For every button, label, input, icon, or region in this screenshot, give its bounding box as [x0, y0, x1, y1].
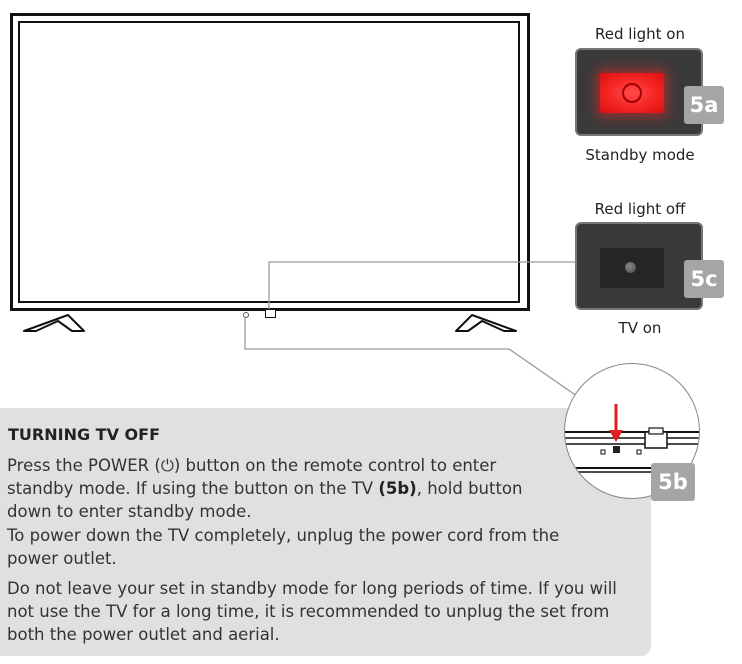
leader-line-5c	[268, 261, 577, 310]
paragraph-standby: Press the POWER (⏻) button on the remote…	[7, 454, 562, 523]
tv-screen	[18, 21, 520, 303]
tv-stand-right	[455, 314, 517, 332]
info-panel	[0, 408, 651, 656]
caption-standby-mode: Standby mode	[585, 146, 695, 164]
paragraph-warning: Do not leave your set in standby mode fo…	[7, 579, 617, 644]
label-5a: 5a	[684, 86, 724, 124]
section-title: TURNING TV OFF	[8, 425, 160, 444]
label-5c: 5c	[684, 260, 724, 298]
led-ring-icon	[622, 83, 642, 103]
caption-tv-on: TV on	[618, 319, 662, 337]
paragraph-standby-text-1: Press the POWER (⏻) button on the remote…	[7, 456, 497, 498]
paragraph-standby-text-2: , hold button down to enter standby mode…	[7, 479, 523, 521]
reference-5b: (5b)	[378, 479, 417, 498]
magnified-button-target	[613, 446, 620, 453]
led-off-dot-icon	[625, 262, 636, 273]
tv-stand-left	[23, 314, 85, 332]
paragraph-power-down: To power down the TV completely, unplug …	[7, 526, 560, 568]
label-5b: 5b	[651, 463, 695, 501]
leader-line-5b	[244, 318, 601, 413]
tv-standby-led	[243, 312, 249, 318]
caption-red-light-off: Red light off	[594, 200, 686, 218]
caption-red-light-on: Red light on	[595, 25, 685, 43]
tv-power-button	[265, 309, 276, 318]
